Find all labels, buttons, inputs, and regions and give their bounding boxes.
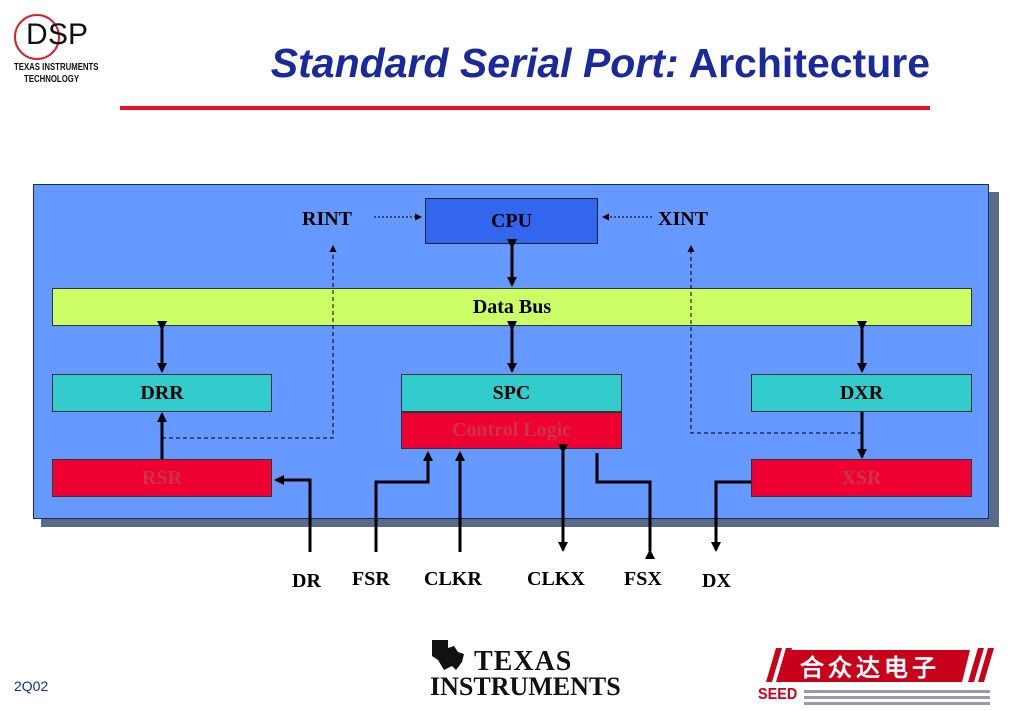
- dxr-label: DXR: [839, 381, 884, 404]
- drr-label: DRR: [140, 381, 184, 404]
- fsx-pin-line: [595, 453, 655, 559]
- dsp-logo-mark: D: [26, 18, 48, 51]
- rsr-label: RSR: [141, 466, 182, 489]
- dsp-logo-line1: TEXAS INSTRUMENTS: [14, 62, 99, 73]
- dsp-logo-mark-rest: SP: [48, 18, 89, 51]
- dx-pin-line: [711, 480, 751, 552]
- cpu-block: CPU: [425, 198, 598, 244]
- xint-signal-line: [687, 245, 862, 434]
- spc-block: SPC: [401, 374, 622, 412]
- title-italic: Standard Serial Port:: [270, 40, 679, 86]
- dr-pin-line: [274, 475, 312, 552]
- drr-block: DRR: [52, 374, 272, 412]
- pin-clkx-label: CLKX: [527, 568, 585, 590]
- ti-logo-line1: TEXAS: [474, 646, 573, 677]
- ti-logo-mark: [428, 636, 468, 676]
- pin-fsr-label: FSR: [352, 568, 390, 590]
- seed-logo-text: SEED: [758, 686, 798, 703]
- pin-clkr-label: CLKR: [424, 568, 482, 590]
- xsr-block: XSR: [751, 459, 972, 497]
- title-regular: Architecture: [688, 40, 930, 86]
- dsp-logo: D SP TEXAS INSTRUMENTS TECHNOLOGY: [12, 12, 102, 90]
- texas-state-icon: [432, 640, 464, 670]
- slide-number: 2Q02: [14, 678, 49, 694]
- control-logic-block: Control Logic: [401, 412, 622, 449]
- pin-dx-label: DX: [702, 570, 731, 592]
- dsp-logo-circle: [14, 14, 60, 60]
- pin-fsx-label: FSX: [624, 568, 662, 590]
- title-divider: [120, 106, 930, 110]
- rsr-block: RSR: [52, 459, 272, 497]
- xsr-label: XSR: [841, 466, 882, 489]
- ti-logo-line2: INSTRUMENTS: [430, 672, 621, 701]
- page-title: Standard Serial Port: Architecture: [120, 40, 930, 87]
- pin-dr-label: DR: [292, 570, 321, 592]
- data-bus-label: Data Bus: [472, 295, 552, 318]
- spc-label: SPC: [492, 381, 531, 404]
- rint-signal-line: [162, 245, 337, 439]
- dsp-logo-line2: TECHNOLOGY: [24, 74, 80, 85]
- dxr-block: DXR: [751, 374, 972, 412]
- cpu-label: CPU: [490, 209, 533, 232]
- seed-logo-graphic: [766, 648, 994, 705]
- xint-label: XINT: [658, 208, 709, 230]
- rint-label: RINT: [302, 208, 353, 230]
- control-logic-label: Control Logic: [451, 419, 572, 441]
- seed-logo: [756, 646, 996, 706]
- seed-logo-chinese: 合众达电子: [800, 654, 940, 682]
- fsr-pin-line: [374, 451, 433, 552]
